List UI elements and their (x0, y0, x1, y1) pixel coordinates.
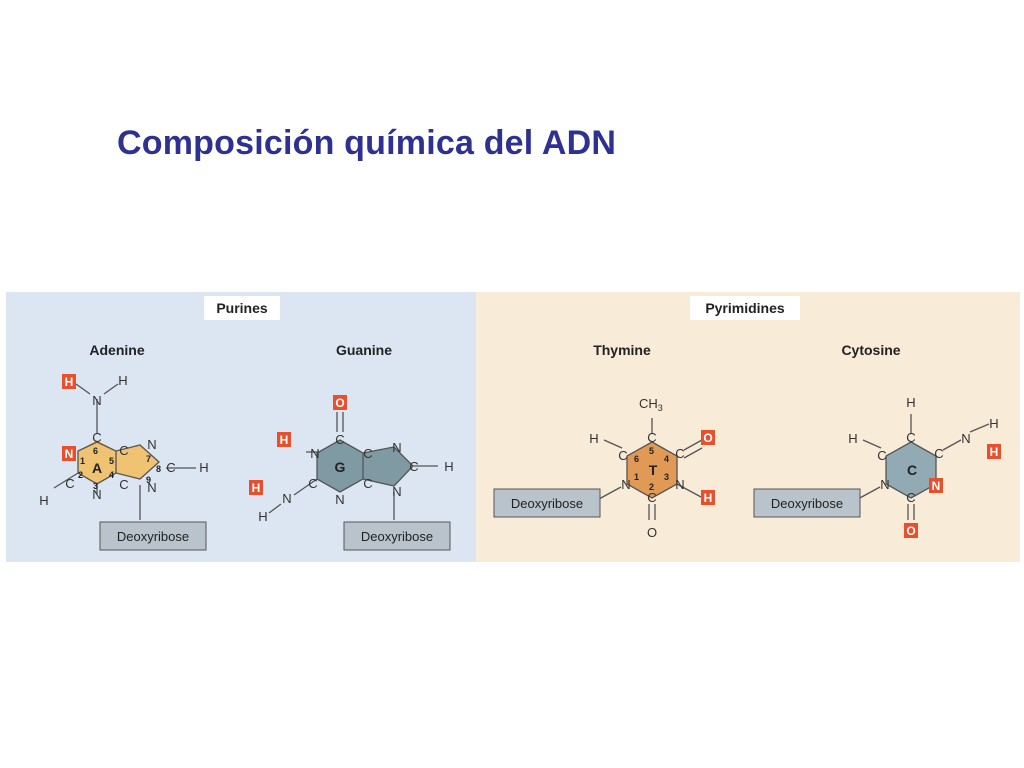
svg-text:4: 4 (109, 470, 114, 480)
svg-text:N: N (147, 437, 156, 452)
svg-text:H: H (990, 445, 999, 459)
svg-text:C: C (675, 446, 684, 461)
svg-text:N: N (880, 477, 889, 492)
svg-text:H: H (280, 433, 289, 447)
svg-text:C: C (308, 476, 317, 491)
svg-text:H: H (258, 509, 267, 524)
svg-text:N: N (92, 487, 101, 502)
svg-text:H: H (65, 375, 74, 389)
svg-text:N: N (675, 477, 684, 492)
svg-text:H: H (252, 481, 261, 495)
adenine-letter: A (92, 460, 102, 476)
svg-text:C: C (92, 430, 101, 445)
svg-text:C: C (906, 430, 915, 445)
adenine-label: Adenine (89, 342, 144, 358)
thymine-ring (627, 442, 677, 498)
adenine-five-ring (116, 445, 159, 479)
thymine-sugar: Deoxyribose (511, 496, 583, 511)
svg-text:1: 1 (634, 472, 639, 482)
svg-text:4: 4 (664, 454, 669, 464)
svg-text:N: N (932, 479, 941, 493)
svg-text:1: 1 (80, 456, 85, 466)
cytosine-label: Cytosine (841, 342, 900, 358)
guanine-letter: G (335, 459, 346, 475)
svg-text:O: O (335, 396, 344, 410)
cytosine-letter: C (907, 462, 917, 478)
guanine-five-ring (363, 447, 413, 486)
svg-text:N: N (310, 446, 319, 461)
thymine-label: Thymine (593, 342, 651, 358)
adenine-six-ring (78, 440, 116, 484)
svg-text:H: H (906, 395, 915, 410)
adenine-structure: C C C N C N C N N H H H A 1 2 3 4 5 6 7 … (39, 373, 209, 551)
slide-title: Composición química del ADN (117, 124, 617, 162)
svg-text:5: 5 (109, 456, 114, 466)
svg-text:N: N (961, 431, 970, 446)
svg-text:H: H (848, 431, 857, 446)
svg-text:C: C (647, 490, 656, 505)
svg-text:2: 2 (649, 482, 654, 492)
nucleobase-figure: Purines Pyrimidines Adenine Guanine Thym… (6, 292, 1020, 562)
svg-text:6: 6 (93, 446, 98, 456)
adenine-sugar: Deoxyribose (117, 529, 189, 544)
svg-text:H: H (989, 416, 998, 431)
svg-text:N: N (335, 492, 344, 507)
cytosine-sugar: Deoxyribose (771, 496, 843, 511)
svg-text:8: 8 (156, 464, 161, 474)
svg-text:O: O (703, 431, 712, 445)
svg-text:N: N (621, 477, 630, 492)
svg-text:H: H (118, 373, 127, 388)
svg-text:3: 3 (664, 472, 669, 482)
pyrimidines-panel (476, 292, 1020, 562)
cytosine-structure: H H C C C N C N H C N H O Deoxyribose (753, 395, 1001, 538)
svg-text:6: 6 (634, 454, 639, 464)
svg-text:O: O (647, 525, 657, 540)
svg-text:N: N (392, 484, 401, 499)
svg-text:2: 2 (78, 470, 83, 480)
thymine-letter: T (649, 462, 658, 478)
guanine-six-ring (317, 440, 363, 492)
svg-text:C: C (119, 477, 128, 492)
thymine-methyl: CH3 (639, 396, 663, 413)
svg-text:H: H (589, 431, 598, 446)
svg-text:N: N (92, 393, 101, 408)
svg-text:C: C (119, 443, 128, 458)
svg-text:C: C (363, 476, 372, 491)
svg-text:H: H (39, 493, 48, 508)
svg-text:C: C (335, 432, 344, 447)
guanine-sugar: Deoxyribose (361, 529, 433, 544)
svg-text:9: 9 (146, 475, 151, 485)
svg-text:3: 3 (93, 481, 98, 491)
purines-label: Purines (216, 300, 268, 316)
svg-text:C: C (363, 446, 372, 461)
guanine-structure: C N C N C C N C N N H H G O H H Deoxyrib… (249, 395, 454, 551)
pyrimidines-label: Pyrimidines (705, 300, 785, 316)
svg-text:N: N (147, 480, 156, 495)
svg-text:N: N (392, 440, 401, 455)
svg-text:C: C (166, 460, 175, 475)
svg-text:C: C (906, 490, 915, 505)
svg-text:H: H (444, 459, 453, 474)
svg-text:N: N (65, 447, 74, 461)
svg-text:5: 5 (649, 446, 654, 456)
cytosine-ring (886, 442, 936, 498)
svg-text:C: C (618, 448, 627, 463)
guanine-label: Guanine (336, 342, 392, 358)
svg-text:7: 7 (146, 454, 151, 464)
svg-text:C: C (409, 459, 418, 474)
svg-text:C: C (877, 448, 886, 463)
svg-text:H: H (199, 460, 208, 475)
svg-text:N: N (282, 491, 291, 506)
svg-text:O: O (906, 524, 915, 538)
svg-text:C: C (934, 446, 943, 461)
svg-text:C: C (647, 430, 656, 445)
thymine-structure: CH3 H C C C N N C O T 6 5 4 3 2 1 O H De… (493, 396, 715, 540)
purines-panel (6, 292, 476, 562)
svg-text:H: H (704, 491, 713, 505)
svg-text:C: C (65, 476, 74, 491)
